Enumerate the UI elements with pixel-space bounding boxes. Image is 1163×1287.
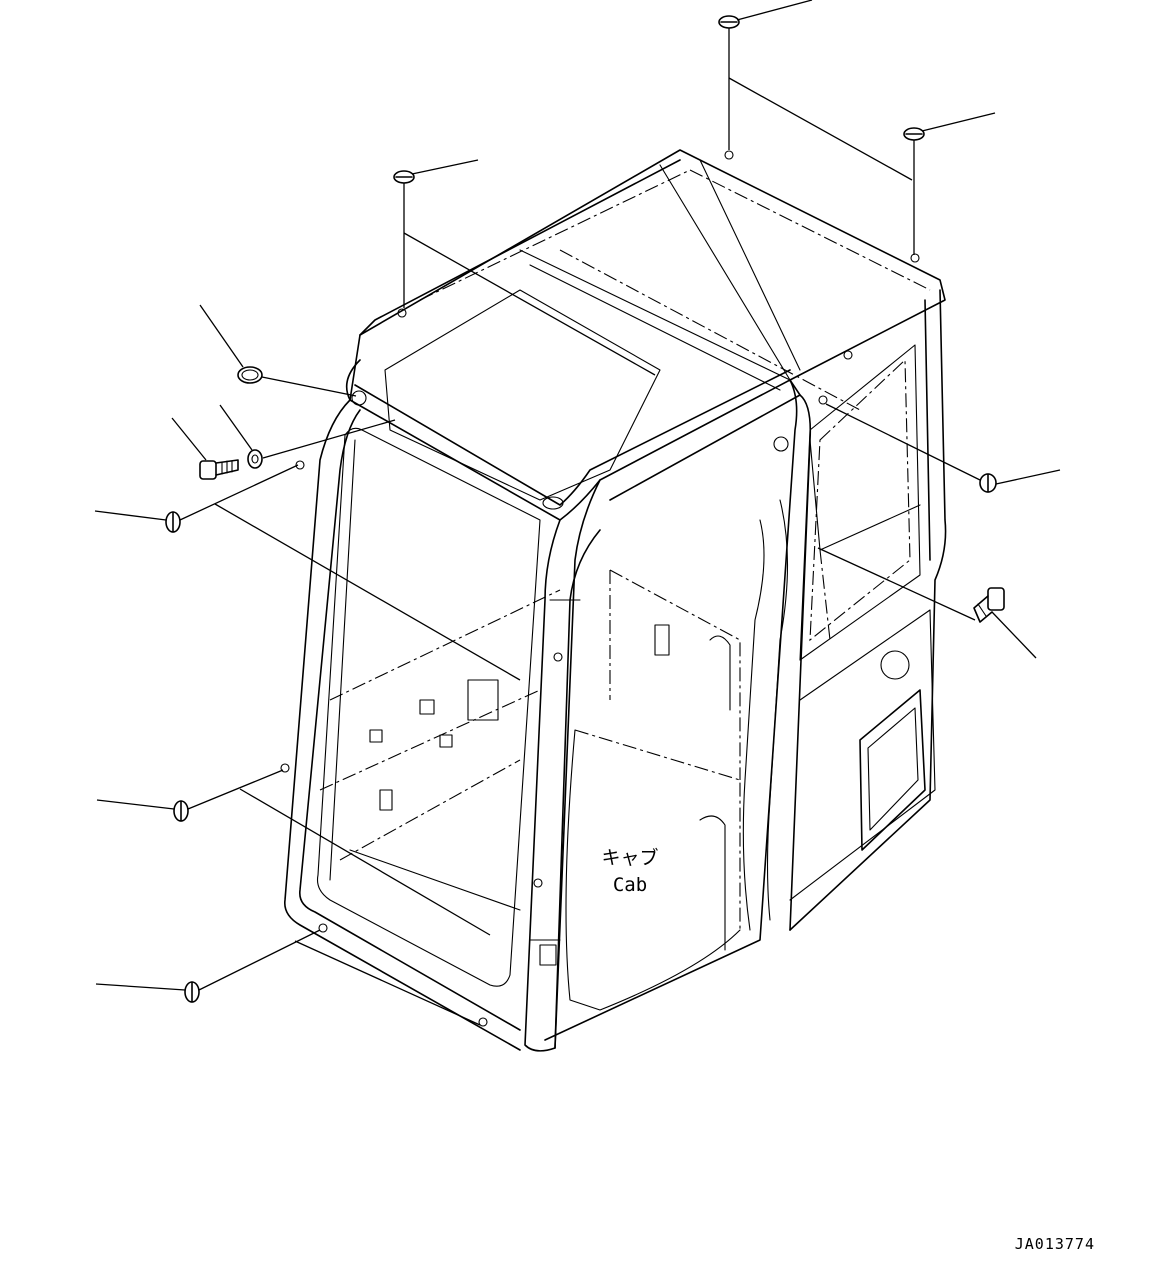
- leader-lines: [94, 0, 1061, 1026]
- bolt-left-icon: [199, 459, 239, 480]
- plug-right-icon: [979, 473, 997, 493]
- o-ring-icon: [237, 366, 263, 384]
- plug-left-lower-icon: [184, 981, 200, 1003]
- plug-top-center-icon: [718, 15, 740, 29]
- cab-frame: [280, 149, 947, 1052]
- cab-label-english: Cab: [613, 874, 647, 896]
- bolt-right-icon: [973, 587, 1005, 623]
- plug-left-middle-icon: [173, 800, 189, 822]
- fastener-parts: [165, 15, 1005, 1003]
- cab-label-japanese: キャブ: [601, 846, 658, 869]
- plug-top-right-icon: [903, 127, 925, 141]
- plug-left-upper-icon: [165, 511, 181, 533]
- plug-top-left-icon: [393, 170, 415, 184]
- washer-icon: [247, 449, 263, 469]
- drawing-number: JA013774: [1014, 1235, 1095, 1253]
